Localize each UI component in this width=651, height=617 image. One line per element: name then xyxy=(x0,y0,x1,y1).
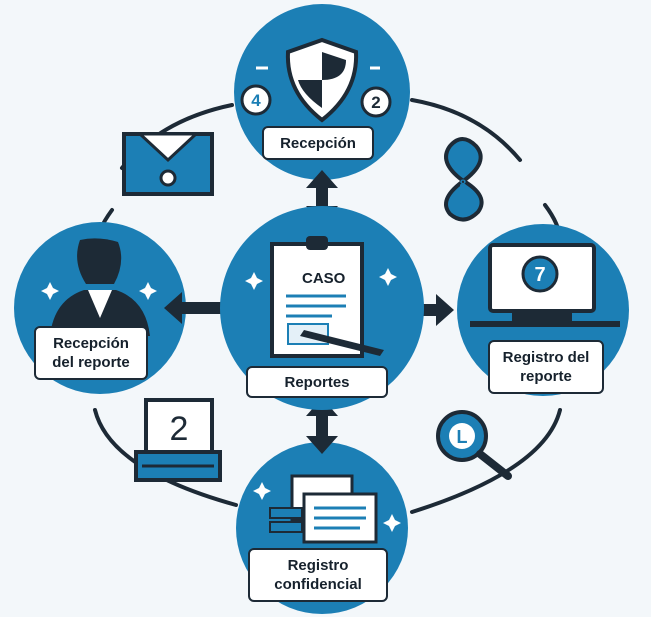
envelope-icon xyxy=(122,132,214,196)
sparkle-icon xyxy=(253,482,271,500)
sparkle-icon xyxy=(41,282,59,300)
infinity-icon: 8 xyxy=(444,137,484,222)
folder-card-icon: 2 xyxy=(134,398,222,482)
label-left-line2: del reporte xyxy=(52,354,130,371)
sparkle-icon xyxy=(245,272,263,290)
node-center xyxy=(220,206,424,410)
sparkle-icon xyxy=(139,282,157,300)
sparkle-icon xyxy=(383,514,401,532)
badge-four-icon: 4 xyxy=(240,84,272,116)
clipboard-document-icon xyxy=(270,236,384,358)
magnifier-icon: L xyxy=(436,410,512,480)
badge-two-text: 2 xyxy=(371,93,380,112)
person-icon xyxy=(50,238,150,336)
label-bottom: Registro confidencial xyxy=(248,548,388,602)
label-bottom-line2: confidencial xyxy=(274,576,362,593)
badge-seven-text: 7 xyxy=(534,264,545,286)
label-center: Reportes xyxy=(246,366,388,398)
label-right: Registro del reporte xyxy=(488,340,604,394)
folder-card-number: 2 xyxy=(170,410,189,448)
label-top: Recepción xyxy=(262,126,374,160)
label-left-line1: Recepción xyxy=(53,335,129,352)
label-right-line2: reporte xyxy=(520,368,572,385)
arrow-bottom-center xyxy=(306,398,338,454)
node-top: 4 2 xyxy=(234,4,410,180)
magnifier-letter: L xyxy=(457,427,468,447)
badge-two-icon: 2 xyxy=(360,86,392,118)
arrow-left-center xyxy=(164,292,242,324)
sparkle-icon xyxy=(379,268,397,286)
shield-icon xyxy=(285,37,359,123)
pen-icon xyxy=(300,330,384,356)
infinity-label: 8 xyxy=(460,177,467,191)
label-left: Recepción del reporte xyxy=(34,326,148,380)
label-bottom-line1: Registro xyxy=(287,557,349,574)
documents-stack-icon xyxy=(269,474,378,544)
label-center-text: Reportes xyxy=(284,373,350,391)
label-top-text: Recepción xyxy=(280,134,356,152)
label-right-line1: Registro del xyxy=(502,349,590,366)
badge-four-text: 4 xyxy=(251,91,261,110)
badge-seven-icon: 7 xyxy=(521,255,559,293)
document-title: CASO xyxy=(302,270,346,287)
